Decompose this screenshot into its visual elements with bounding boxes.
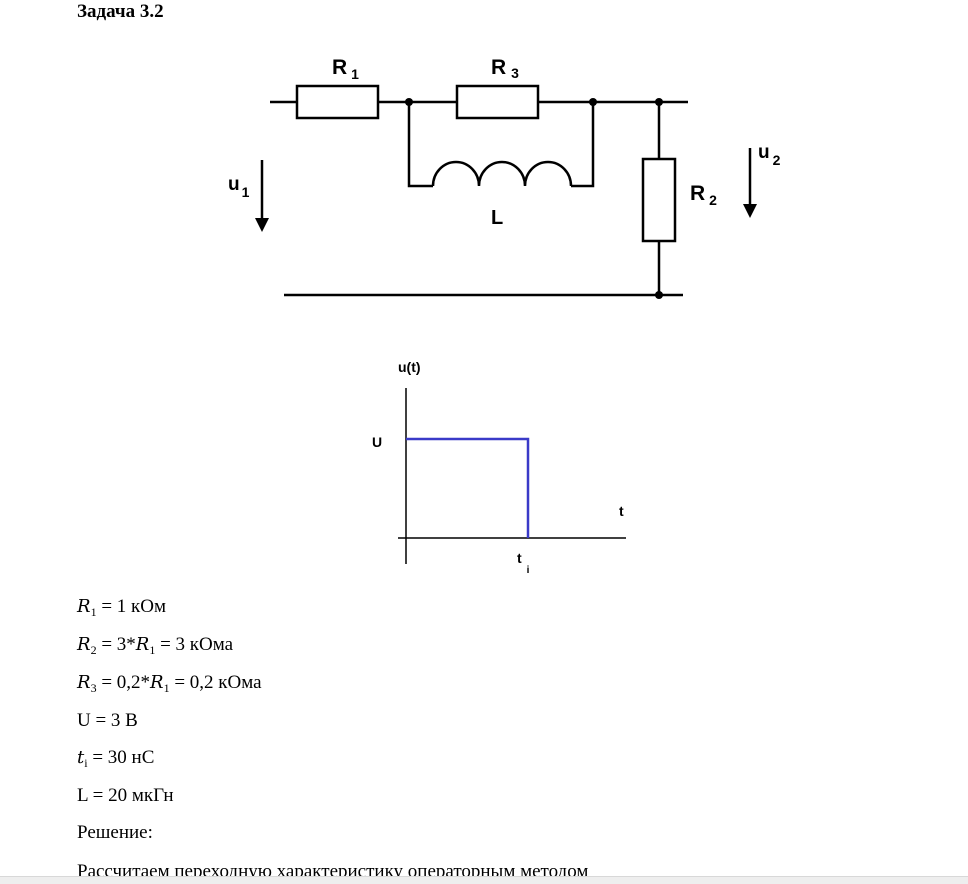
param-r1: R1 = 1 кОм [77,596,167,619]
arrow-u1-head [255,218,269,232]
window-bottom-bar [0,876,968,884]
param-r2: R2 = 3*R1 = 3 кОма [77,634,234,657]
resistor-r3 [455,84,540,120]
graph-level-label: U [372,434,382,450]
label-l: L [491,207,503,229]
pulse-line [406,437,530,538]
wire-inductor-right [571,102,595,188]
junction-4 [655,291,663,299]
param-u: U = 3 В [77,710,138,731]
pulse-graph: u(t) U t ti [372,359,626,576]
junction-1 [405,98,413,106]
param-ti: ti = 30 нС [77,747,155,770]
junction-3 [655,98,663,106]
page-title: Задача 3.2 [77,1,164,22]
graph-ylabel: u(t) [398,359,421,375]
wire-inductor-left [407,102,433,188]
solution-heading: Решение: [77,822,153,843]
param-l: L = 20 мкГн [77,785,174,806]
inductor-l [431,160,573,187]
junction-2 [589,98,597,106]
graph-xlabel: t [619,503,624,519]
graph-ti-label: ti [517,550,530,576]
arrow-u2-head [743,204,757,218]
param-r3: R3 = 0,2*R1 = 0,2 кОма [77,672,262,695]
